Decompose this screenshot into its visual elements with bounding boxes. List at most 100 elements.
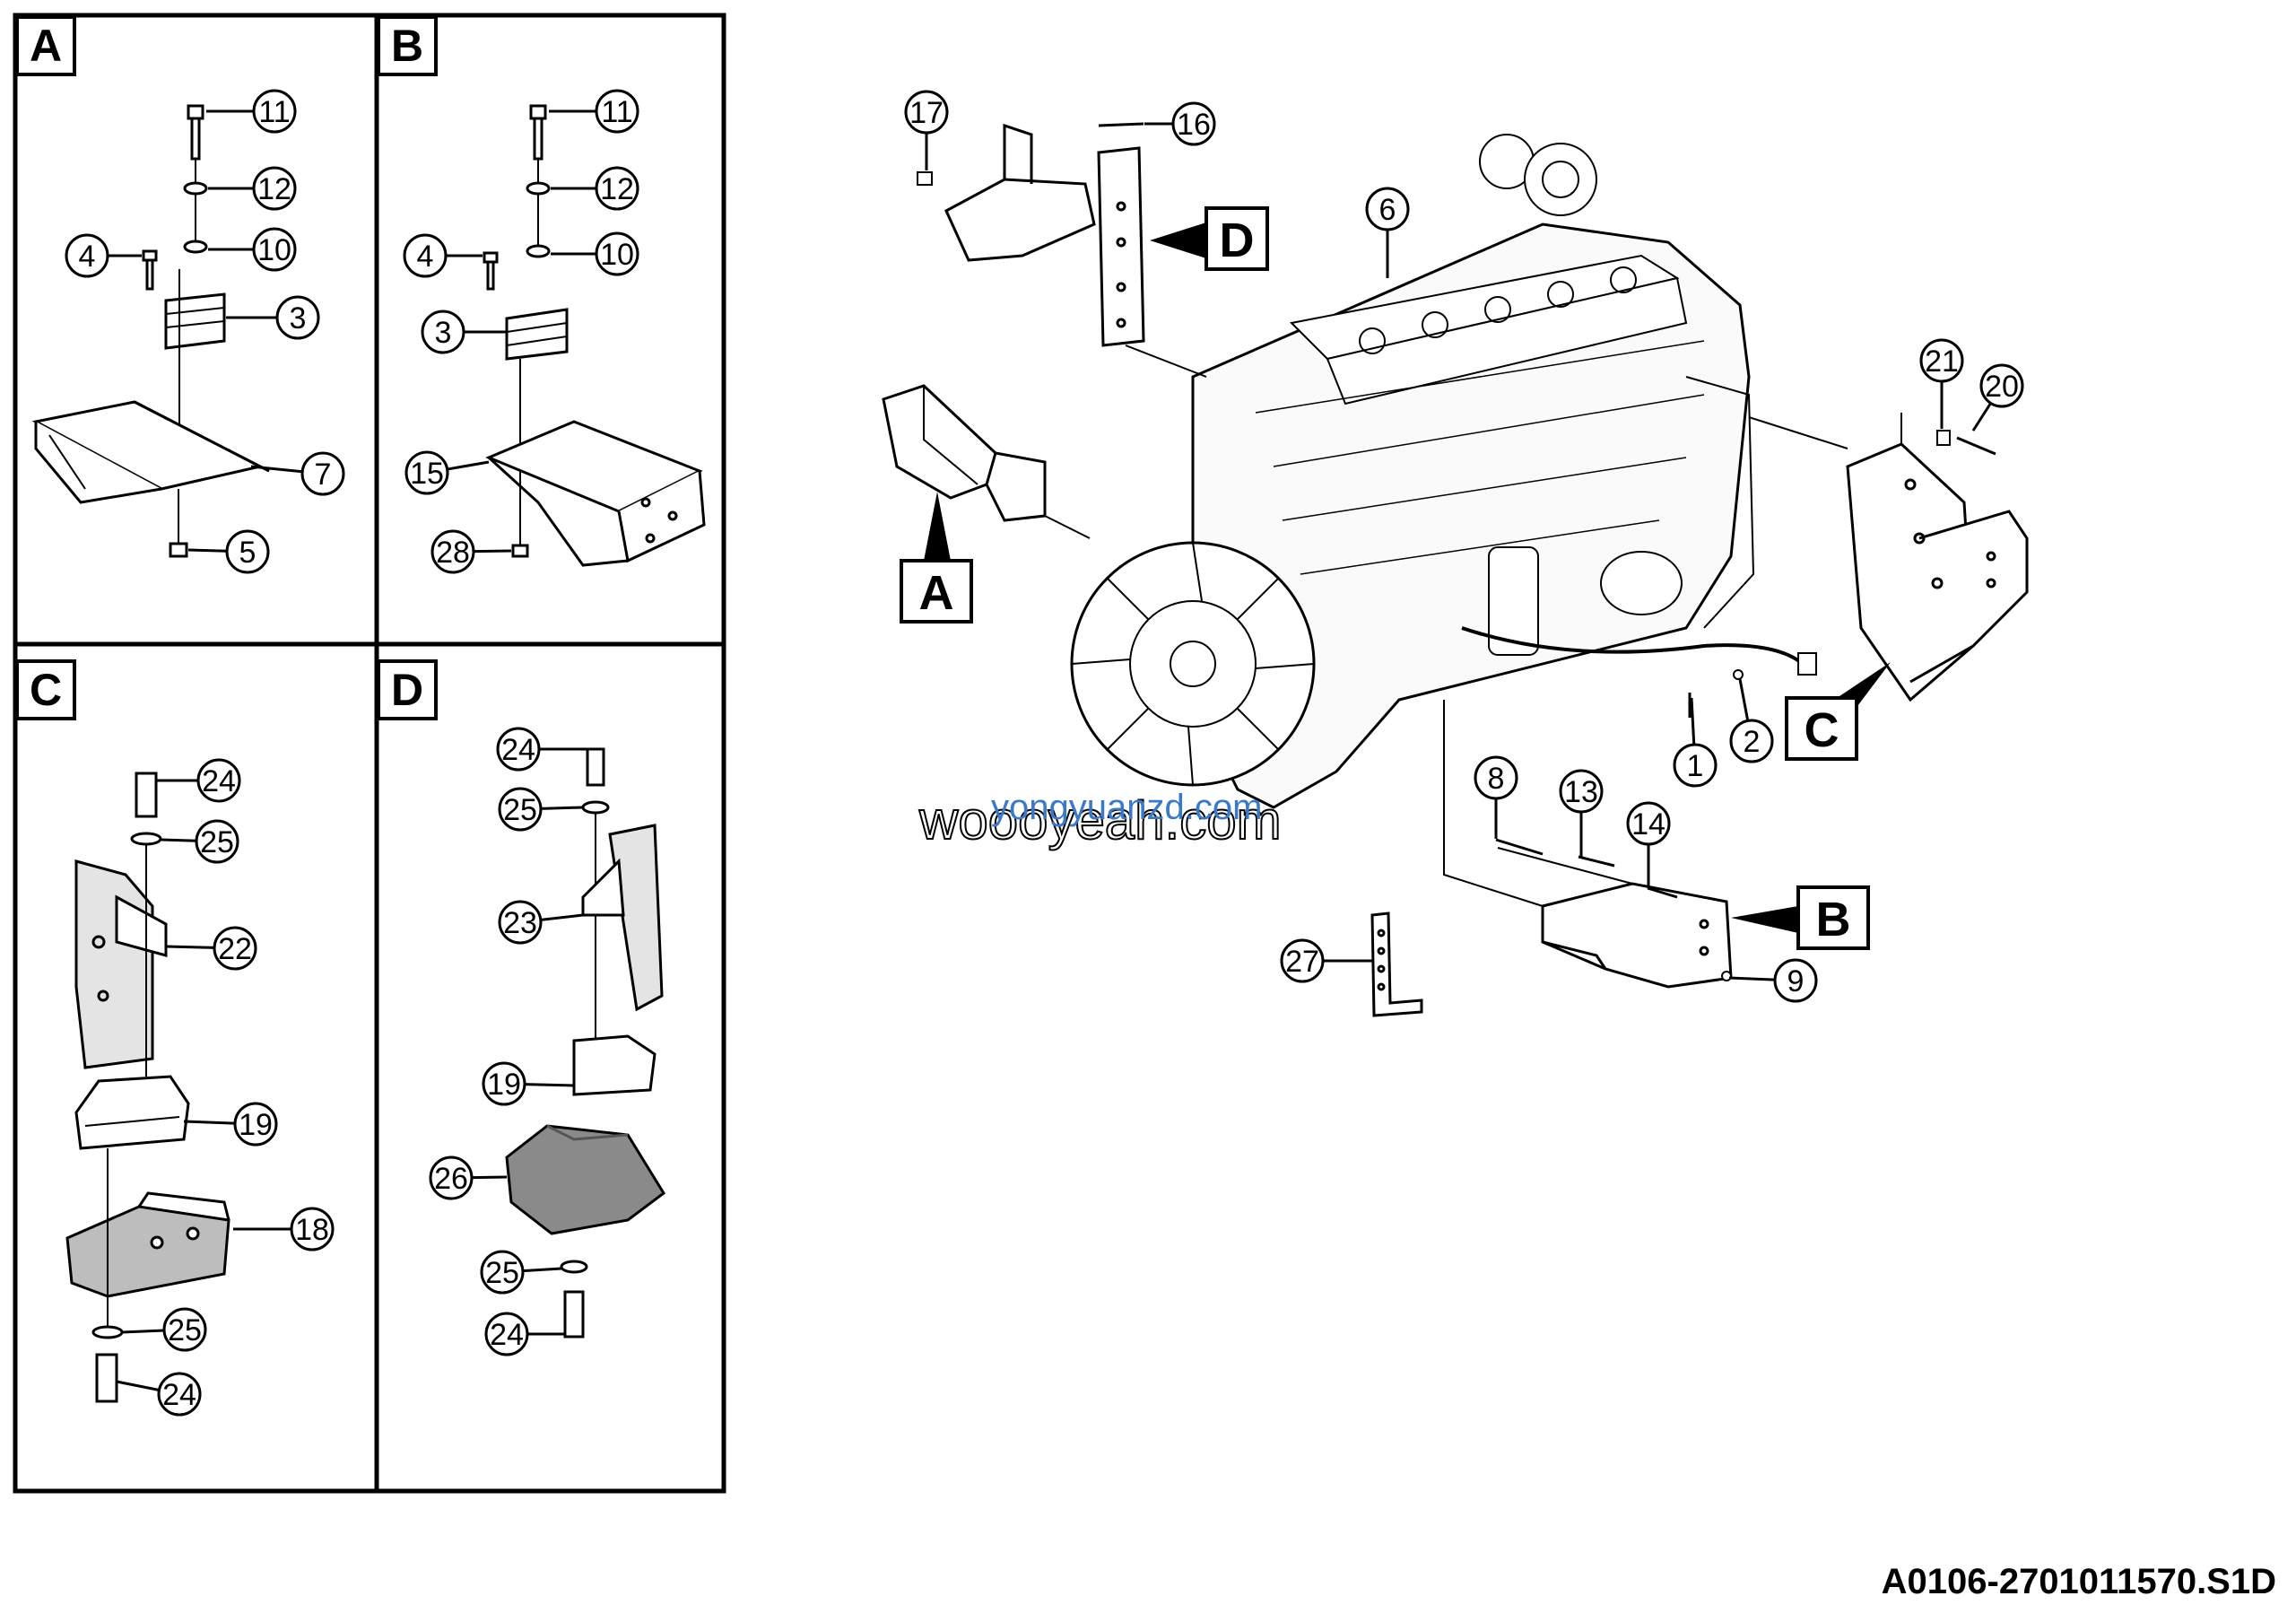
callout-number: 6 — [1379, 193, 1396, 227]
panel-c-mount-drawing — [65, 772, 230, 1403]
callout-bubble — [430, 529, 475, 574]
callout-number: 14 — [1631, 807, 1665, 842]
callout-bubble — [496, 727, 541, 772]
callout-number: 25 — [485, 1256, 519, 1290]
callout-11: 11 — [206, 89, 297, 134]
callout-bubble — [1919, 338, 1964, 383]
callout-bubble — [1559, 769, 1604, 814]
callout-3: 3 — [226, 295, 320, 340]
callout-22: 22 — [165, 926, 257, 971]
engine-illustration — [1070, 134, 1817, 809]
callout-number: 12 — [600, 172, 634, 206]
panel-c-letter-box: C — [15, 659, 76, 720]
callout-number: 26 — [434, 1162, 468, 1196]
callout-bubble — [1365, 187, 1410, 231]
callout-10: 10 — [208, 227, 297, 272]
callout-bubble — [1979, 363, 2024, 408]
svg-text:C: C — [1805, 703, 1839, 757]
panel-a-mount-drawing — [31, 104, 270, 558]
callout-leader-line — [1738, 678, 1750, 721]
callout-2: 2 — [1729, 678, 1774, 763]
callout-9: 9 — [1728, 958, 1818, 1003]
callout-25: 25 — [498, 787, 584, 832]
callout-number: 19 — [487, 1068, 521, 1102]
mount-bracket-b-assembly — [1443, 700, 1733, 989]
callout-bubble — [595, 89, 639, 134]
callout-24: 24 — [116, 1372, 202, 1417]
callout-5: 5 — [187, 529, 270, 574]
callout-number: 25 — [503, 793, 537, 827]
callout-number: 27 — [1285, 945, 1319, 979]
callout-bubble — [403, 233, 448, 278]
callout-bubble — [498, 900, 543, 945]
callout-bubble — [195, 819, 239, 864]
callout-bubble — [429, 1155, 474, 1200]
callout-number: 25 — [200, 825, 234, 859]
panel-b-mount-drawing — [483, 104, 706, 567]
callout-21: 21 — [1919, 338, 1964, 429]
callout-number: 21 — [1925, 344, 1959, 379]
callout-11: 11 — [549, 89, 639, 134]
callout-leader-line — [183, 1120, 236, 1125]
callout-12: 12 — [551, 166, 639, 211]
callout-number: 22 — [218, 932, 252, 966]
callout-bubble — [252, 227, 297, 272]
svg-text:A: A — [30, 21, 62, 71]
main-label-c: C — [1785, 662, 1891, 761]
callout-number: 5 — [239, 536, 257, 570]
watermark: woooyeah.com yongyuanzd.com — [918, 788, 1283, 851]
callout-number: 3 — [435, 316, 452, 350]
document-id: A0106-2701011570.S1D — [1881, 1562, 2276, 1601]
callout-bubble — [595, 166, 639, 211]
callout-7: 7 — [250, 451, 345, 496]
callout-leader-line — [165, 945, 215, 949]
callout-bubble — [404, 450, 449, 495]
callout-bubble — [275, 295, 320, 340]
callout-bubble — [482, 1061, 526, 1106]
main-label-b: B — [1731, 885, 1870, 950]
callout-bubble — [1729, 719, 1774, 763]
callout-bubble — [300, 451, 345, 496]
callout-leader-line — [540, 913, 584, 921]
callout-10: 10 — [551, 231, 639, 276]
callout-bubble — [480, 1250, 525, 1295]
callout-17: 17 — [904, 90, 949, 170]
callout-number: 4 — [417, 240, 434, 274]
callout-24: 24 — [157, 758, 241, 803]
callout-19: 19 — [482, 1061, 575, 1106]
callout-bubble — [213, 926, 257, 971]
callout-number: 24 — [162, 1378, 196, 1412]
callout-24: 24 — [484, 1312, 565, 1356]
callout-layer: 1112104375111210431528242522191825242425… — [65, 89, 2024, 1417]
callout-leader-line — [1971, 402, 1992, 432]
callout-25: 25 — [161, 819, 239, 864]
callout-14: 14 — [1626, 801, 1671, 888]
callout-bubble — [252, 166, 297, 211]
callout-25: 25 — [480, 1250, 562, 1295]
callout-number: 4 — [79, 240, 96, 274]
callout-number: 18 — [295, 1213, 329, 1247]
callout-leader-line — [524, 1083, 575, 1087]
main-view-hardware — [917, 122, 1996, 981]
svg-text:B: B — [391, 21, 423, 71]
callout-bubble — [162, 1307, 207, 1352]
callout-bubble — [904, 90, 949, 135]
callout-number: 7 — [315, 458, 332, 492]
callout-number: 25 — [168, 1313, 202, 1347]
callout-27: 27 — [1280, 938, 1372, 983]
callout-18: 18 — [233, 1207, 335, 1251]
callout-bubble — [1773, 958, 1818, 1003]
callout-leader-line — [116, 1380, 160, 1391]
callout-20: 20 — [1971, 363, 2024, 432]
callout-bubble — [252, 89, 297, 134]
callout-number: 10 — [600, 238, 634, 272]
callout-bubble — [421, 310, 465, 354]
callout-bubble — [484, 1312, 529, 1356]
callout-bubble — [233, 1102, 278, 1147]
callout-number: 19 — [239, 1108, 273, 1142]
svg-text:D: D — [391, 665, 423, 715]
callout-13: 13 — [1559, 769, 1604, 857]
callout-8: 8 — [1474, 755, 1518, 839]
callout-12: 12 — [208, 166, 297, 211]
